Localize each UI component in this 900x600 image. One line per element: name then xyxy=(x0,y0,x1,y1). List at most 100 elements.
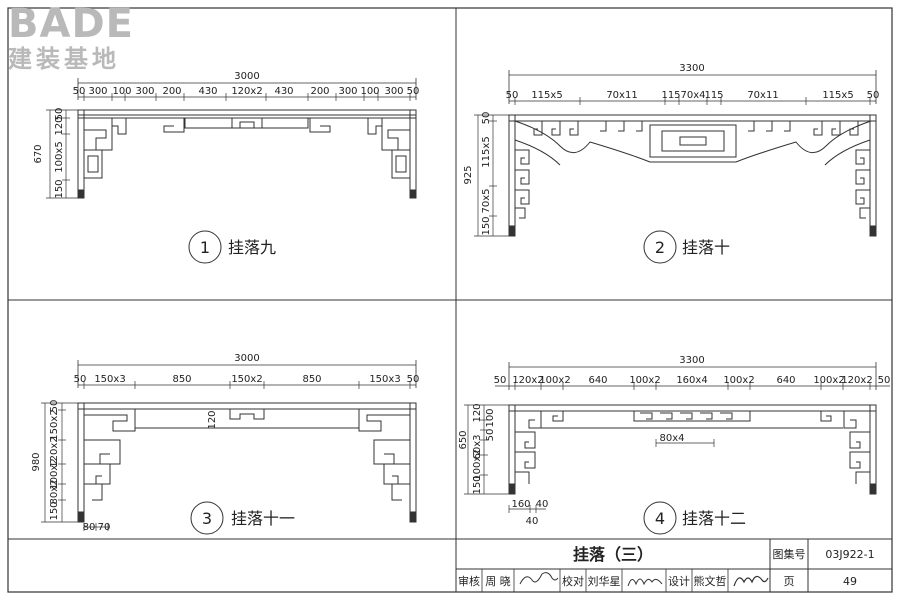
panel-2-number: 2 xyxy=(655,238,665,257)
panel-4-dim-6: 100x2 xyxy=(723,375,754,386)
panel-2-dim-0: 50 xyxy=(506,90,519,101)
panel-3-left-dim-1: 150x2 xyxy=(49,409,60,440)
design-label: 设计 xyxy=(668,575,690,588)
panel-4-bottom-dim-2: 40 xyxy=(526,516,539,527)
panel-1-dim-4: 200 xyxy=(162,86,181,97)
panel-2-frame-drawing xyxy=(508,114,877,237)
panel-3-dim-6: 50 xyxy=(407,374,420,385)
panel-3-dim-4: 850 xyxy=(302,374,321,385)
panel-4-overall-label: 3300 xyxy=(679,355,704,366)
panel-2: 3300 50 115x5 70x11 115 70x4 115 70x11 1… xyxy=(463,63,880,264)
panel-2-dim-5: 115 xyxy=(704,90,723,101)
panel-3-left-dim-5: 150 xyxy=(49,501,60,520)
panel-2-left-dim-0: 50 xyxy=(481,112,492,125)
panel-4-bottom-dim-1: 40 xyxy=(536,499,549,510)
panel-2-dim-8: 50 xyxy=(867,90,880,101)
panel-2-left-overall: 925 xyxy=(463,165,474,184)
panel-1-number-circle xyxy=(188,230,222,264)
panel-3-dim-2: 850 xyxy=(172,374,191,385)
panel-3-left-dim-3: 100x2 xyxy=(49,458,60,489)
panel-2-left-dim-3: 150 xyxy=(481,216,492,235)
panel-1-dim-0: 50 xyxy=(73,86,86,97)
panel-1-dim-9: 300 xyxy=(338,86,357,97)
panel-1-name: 挂落九 xyxy=(228,238,276,257)
panel-1-dim-1: 300 xyxy=(88,86,107,97)
panel-2-overall-label: 3300 xyxy=(679,63,704,74)
panel-4-left-dim-0: 120 xyxy=(472,403,483,422)
check-signature xyxy=(627,578,663,587)
watermark-logo: BADE 建装基地 xyxy=(8,4,168,80)
panel-1-dim-5: 430 xyxy=(198,86,217,97)
panel-3-dim-3: 150x2 xyxy=(231,374,262,385)
atlas-number-label: 图集号 xyxy=(773,547,806,561)
panel-4-left-dim-1: 100 xyxy=(485,408,496,427)
panel-2-name: 挂落十 xyxy=(682,238,730,257)
panel-1-overall-label: 3000 xyxy=(234,71,259,82)
panel-3-overall-label: 3000 xyxy=(234,353,259,364)
panel-4-bottom-dim-0: 160 xyxy=(511,499,530,510)
panel-1-dim-8: 200 xyxy=(310,86,329,97)
panel-3-left-dim-2: 120x2 xyxy=(49,436,60,467)
panel-3-dim-0: 50 xyxy=(74,374,87,385)
review-signature xyxy=(519,572,559,585)
panel-2-number-circle xyxy=(643,230,677,264)
panel-4-number: 4 xyxy=(655,509,665,528)
panel-1-left-dim-0: 50 xyxy=(54,108,65,121)
sheet-title: 挂落（三） xyxy=(573,545,653,564)
panel-3-number-circle xyxy=(190,501,224,535)
panel-1-overall-dimension xyxy=(77,78,417,100)
review-label: 审核 xyxy=(458,574,480,588)
panel-3-frame-drawing xyxy=(77,402,417,523)
panel-3-left-dim-4: 80x2 xyxy=(49,479,60,504)
panel-4-dim-3: 640 xyxy=(588,375,607,386)
panel-4-dim-10: 50 xyxy=(878,375,891,386)
panel-1-left-dim-1: 120 xyxy=(54,116,65,135)
panel-1: 3000 50 300 100 300 200 430 120x2 430 20… xyxy=(33,71,420,264)
panel-4-left-dim-2: 50 xyxy=(485,429,496,442)
panel-3-dim-5: 150x3 xyxy=(369,374,400,385)
panel-4-number-circle xyxy=(643,501,677,535)
panel-4-name: 挂落十二 xyxy=(682,509,746,528)
panel-4-dim-9: 120x2 xyxy=(841,375,872,386)
design-name: 熊文哲 xyxy=(694,574,727,588)
panel-4-left-dim-4: 100x2 xyxy=(472,449,483,480)
page-label: 页 xyxy=(784,575,795,588)
panel-3-dim-1: 150x3 xyxy=(94,374,125,385)
panel-3-left-dim-0: 50 xyxy=(49,400,60,413)
panel-3-name: 挂落十一 xyxy=(231,509,295,528)
panel-1-number: 1 xyxy=(200,238,210,257)
panel-2-dim-7: 115x5 xyxy=(822,90,853,101)
panel-1-dim-6: 120x2 xyxy=(231,86,262,97)
panel-4-left-overall: 650 xyxy=(458,430,469,449)
review-name: 周 晓 xyxy=(485,575,511,588)
panel-1-dim-3: 300 xyxy=(135,86,154,97)
panel-3-inner-dim: 120 xyxy=(207,410,218,429)
panel-4-dim-7: 640 xyxy=(776,375,795,386)
panel-2-dim-4: 70x4 xyxy=(680,90,705,101)
panel-1-dim-12: 50 xyxy=(407,86,420,97)
panel-3-bottom-dim-0: 80 xyxy=(83,522,96,533)
panel-4-inner-dim: 80x4 xyxy=(659,433,684,444)
panel-2-dim-6: 70x11 xyxy=(747,90,778,101)
panel-1-dim-11: 300 xyxy=(384,86,403,97)
panel-1-dim-10: 100 xyxy=(360,86,379,97)
panel-1-dim-2: 100 xyxy=(112,86,131,97)
panel-4-dim-4: 100x2 xyxy=(629,375,660,386)
design-signature xyxy=(733,575,769,587)
page-number: 49 xyxy=(843,575,857,588)
panel-2-dim-2: 70x11 xyxy=(606,90,637,101)
panel-3: 3000 50 150x3 850 150x2 850 150x3 50 980… xyxy=(31,353,420,535)
panel-1-left-dim-3: 150 xyxy=(54,179,65,198)
panel-1-dim-7: 430 xyxy=(274,86,293,97)
check-label: 校对 xyxy=(562,574,584,588)
panel-3-number: 3 xyxy=(202,509,212,528)
panel-4-frame-drawing xyxy=(508,404,877,495)
panel-2-dim-3: 115 xyxy=(661,90,680,101)
panel-3-bottom-dim-1: 70 xyxy=(98,522,111,533)
panel-4-left-dim-5: 150 xyxy=(472,475,483,494)
panel-2-dim-1: 115x5 xyxy=(531,90,562,101)
panel-1-left-overall: 670 xyxy=(33,144,44,163)
watermark-tagline: 建装基地 xyxy=(8,45,120,73)
panel-1-left-dim-2: 100x5 xyxy=(54,141,65,172)
